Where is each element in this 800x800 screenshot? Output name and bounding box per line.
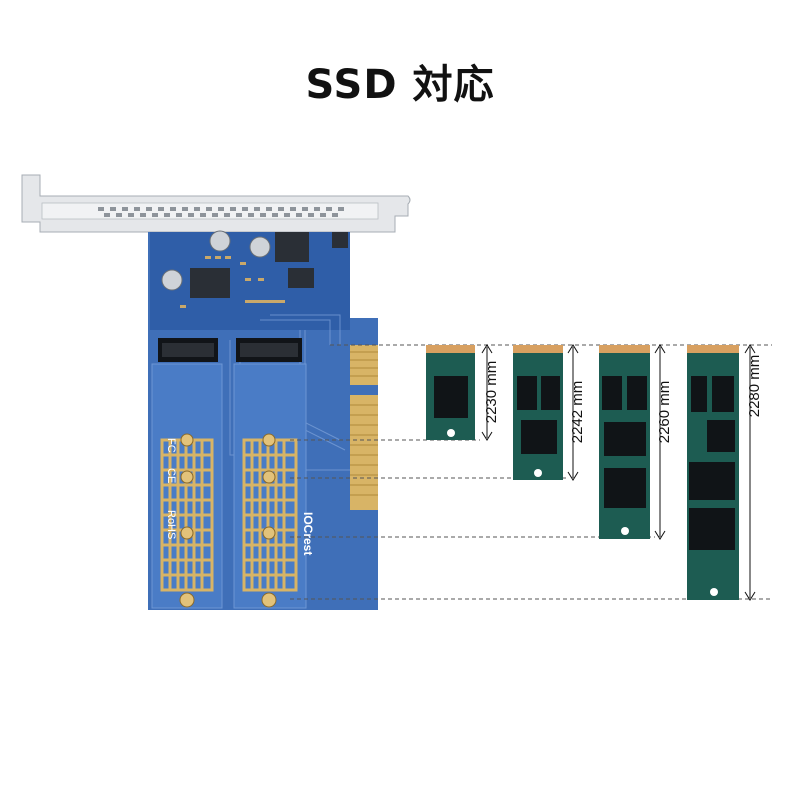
dimension-2230: 2230 mm <box>481 344 500 441</box>
dimension-2260: 2260 mm <box>654 344 673 540</box>
pcie-edge-connector <box>350 345 378 510</box>
ssd-2230 <box>426 345 475 440</box>
m2-slot-right <box>236 338 302 362</box>
dimension-2280: 2280 mm <box>744 344 763 601</box>
m2-slot-left <box>158 338 218 362</box>
label-2280: 2280 mm <box>746 355 763 418</box>
page-title: SSD 対応 <box>305 62 495 108</box>
pcie-card: FC CE RoHS IOCrest <box>148 230 378 610</box>
ssd-2280 <box>687 345 739 600</box>
dimension-2242: 2242 mm <box>567 344 586 481</box>
rohs-mark: RoHS <box>165 510 177 539</box>
label-2242: 2242 mm <box>569 381 586 444</box>
label-2230: 2230 mm <box>483 361 500 424</box>
ssd-2242 <box>513 345 563 480</box>
pcie-bracket <box>21 174 411 233</box>
brand-logo: IOCrest <box>301 512 315 555</box>
label-2260: 2260 mm <box>656 381 673 444</box>
mount-holes <box>179 433 277 608</box>
ssd-2260 <box>599 345 650 539</box>
fc-mark: FC <box>165 438 177 453</box>
ce-mark: CE <box>165 468 177 483</box>
